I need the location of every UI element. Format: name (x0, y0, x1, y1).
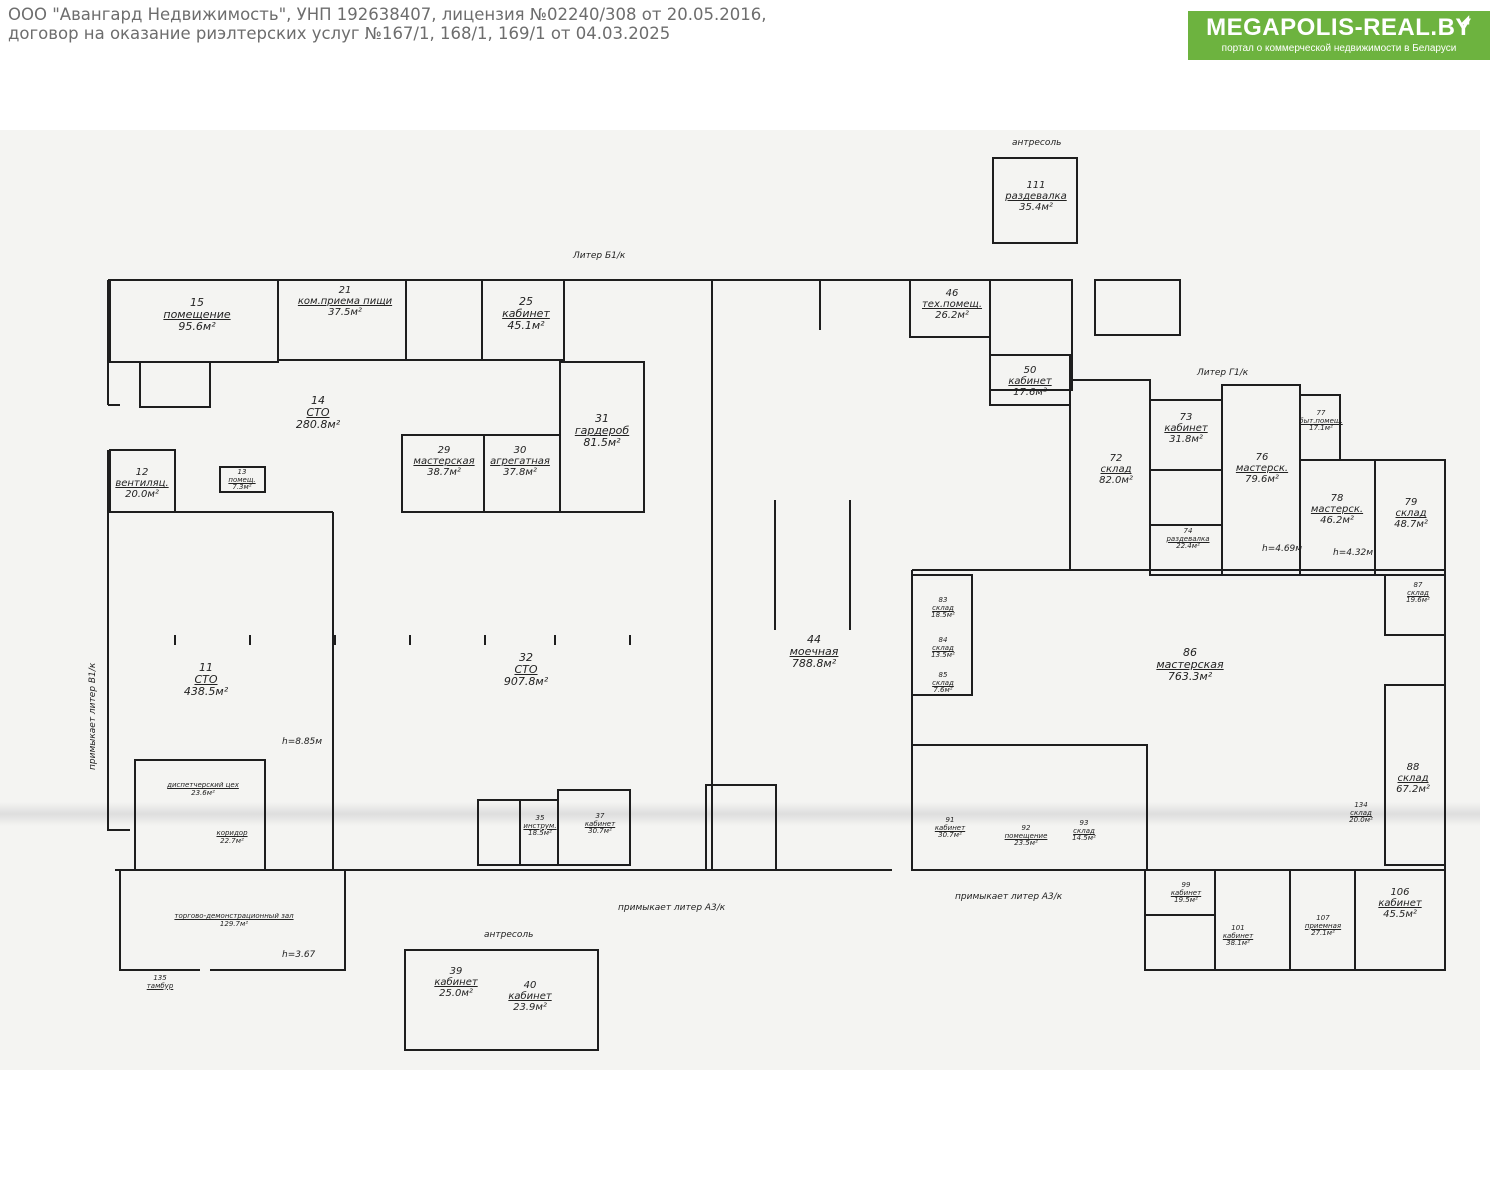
antresol-top-label: антресоль (1012, 138, 1062, 148)
paper-fold (0, 802, 1480, 826)
liter-b1-label: Литер Б1/к (573, 251, 626, 261)
wall-office-block-right (1144, 869, 1446, 971)
column-row (174, 635, 631, 645)
wall-room-37 (557, 789, 631, 866)
wall-office-divisions (1145, 870, 1356, 970)
wall-block-91-94 (911, 744, 1148, 871)
antresol-bottom-label: антресоль (484, 930, 534, 940)
wall-office-block-left (134, 759, 266, 871)
floor-plan-drawing (107, 157, 1446, 1051)
header-line-1: ООО "Авангард Недвижимость", УНП 1926384… (8, 5, 767, 24)
wall-room-13 (219, 466, 266, 493)
height-469-note: h=4.69м (1262, 544, 1303, 554)
megapolis-logo[interactable]: MEGAPOLIS-REAL.BY ◢ портал о коммерческо… (1188, 11, 1490, 60)
height-367-note: h=3.67 (282, 950, 316, 960)
wall-block-96-98 (1094, 279, 1181, 336)
wall-room-34 (477, 799, 521, 866)
wall-room-24 (405, 279, 483, 361)
washing-column-lines (774, 500, 851, 630)
liter-g1-label: Литер Г1/к (1197, 368, 1249, 378)
adjacent-a3-right-label: примыкает литер А3/к (955, 892, 1063, 902)
listing-header: ООО "Авангард Недвижимость", УНП 1926384… (8, 5, 1158, 43)
wall-room-88 (1384, 684, 1446, 866)
logo-title: MEGAPOLIS-REAL.BY (1206, 14, 1472, 41)
height-432-note: h=4.32м (1333, 548, 1374, 558)
logo-subtitle: портал о коммерческой недвижимости в Бел… (1221, 43, 1457, 54)
wall-room-111 (992, 157, 1078, 244)
wall-block-83-85 (911, 574, 973, 696)
wall-antresol-bottom (404, 949, 599, 1051)
adjacent-v1-label: примыкает литер В1/к (88, 662, 98, 770)
wall-room-16 (139, 361, 211, 408)
floor-plan-sheet: Литер Б1/к Литер Г1/к антресоль антресол… (0, 130, 1480, 1070)
header-line-2: договор на оказание риэлтерских услуг №1… (8, 24, 671, 43)
arrow-icon: ◢ (1460, 12, 1470, 26)
wall-block-47-52 (989, 279, 1073, 391)
wall-block-43 (705, 784, 777, 871)
height-885-note: h=8.85м (282, 737, 323, 747)
adjacent-a3-left-label: примыкает литер А3/к (618, 903, 726, 913)
wall-room-74 (1149, 524, 1223, 576)
